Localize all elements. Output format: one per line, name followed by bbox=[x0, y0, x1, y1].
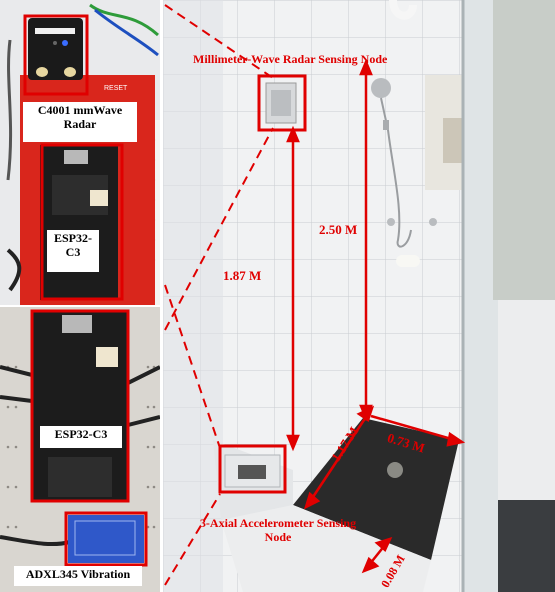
adxl-label: ADXL345 Vibration bbox=[14, 566, 142, 586]
adxl-highlight-box bbox=[64, 511, 148, 567]
esp32-board-top bbox=[40, 145, 118, 300]
radar-node-highlight-box bbox=[257, 74, 307, 132]
esp32-bottom-label: ESP32-C3 bbox=[40, 426, 122, 448]
shower-scene-illustration bbox=[163, 0, 555, 592]
shower-floor bbox=[293, 418, 459, 560]
radar-node-label: Millimeter-Wave Radar Sensing Node bbox=[193, 52, 388, 66]
radar-hardware-illustration: RESET bbox=[0, 0, 160, 305]
radar-height-label: 2.50 M bbox=[319, 222, 358, 237]
node-height-label: 1.87 M bbox=[223, 268, 262, 283]
shower-photo: Millimeter-Wave Radar Sensing Node 2.50 … bbox=[163, 0, 555, 592]
accel-node-label: 3-Axial Accelerometer Sensing Node bbox=[199, 516, 357, 545]
radar-highlight-box bbox=[23, 14, 89, 96]
esp32-bottom-highlight-box bbox=[30, 309, 130, 503]
radar-hardware-photo: RESET C4001 mmWave Radar ESP32-C3 bbox=[0, 0, 160, 305]
accelerometer-hardware-photo: ESP32-C3 ADXL345 Vibration bbox=[0, 307, 160, 592]
accelerometer-hardware-illustration bbox=[0, 307, 160, 592]
radar-module-label: C4001 mmWave Radar bbox=[23, 102, 137, 142]
reset-label: RESET bbox=[104, 85, 128, 92]
esp32-top-label: ESP32-C3 bbox=[47, 230, 99, 272]
esp32-top-highlight-box bbox=[40, 143, 124, 301]
adxl-board bbox=[68, 515, 144, 563]
accel-node-highlight-box bbox=[218, 444, 287, 494]
